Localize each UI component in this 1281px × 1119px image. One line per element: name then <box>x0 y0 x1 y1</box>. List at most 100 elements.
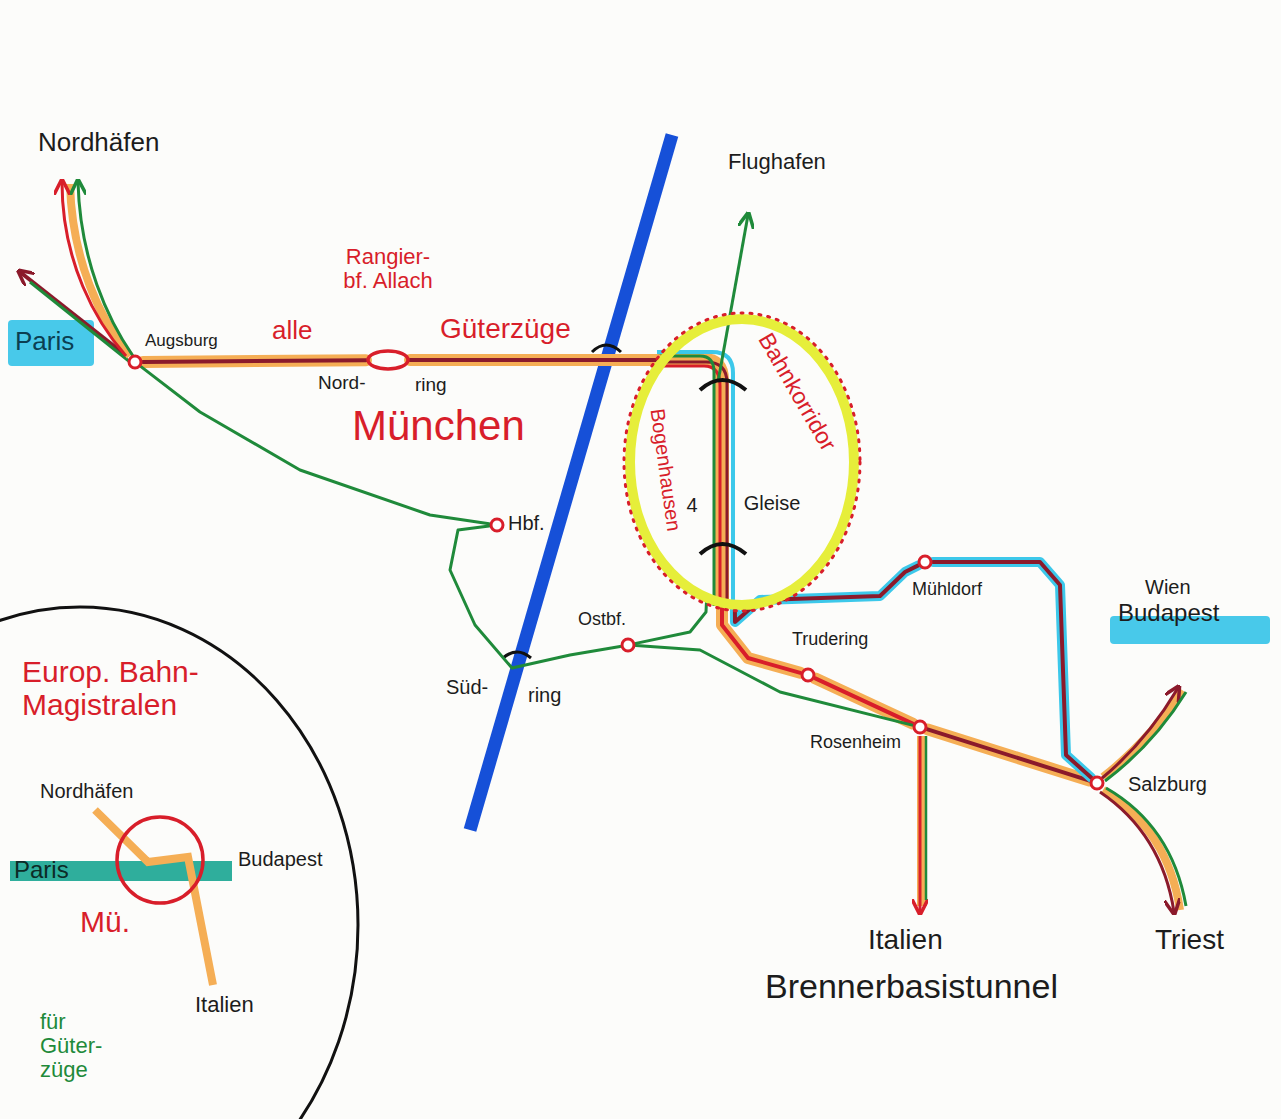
ring-name: ring <box>415 375 447 396</box>
corridor-band <box>95 810 213 985</box>
rail-line <box>1105 692 1186 781</box>
rail-connector <box>636 603 707 643</box>
destination-name: Wien <box>1145 576 1191 598</box>
station-circle: Trudering <box>800 667 816 683</box>
note-text: Güterzüge <box>440 314 571 345</box>
rail-stroke <box>735 566 918 622</box>
station-ring <box>622 639 634 651</box>
corridor-ring: BahnkorridorBogenhausen4 Gleise <box>625 314 859 610</box>
station-ring <box>1091 777 1103 789</box>
station-circle-outline <box>912 719 928 735</box>
station-name: Salzburg <box>1128 773 1207 795</box>
station-circle: Rosenheim <box>912 719 928 735</box>
station-ring <box>919 556 931 568</box>
rail-line <box>718 215 748 382</box>
station-circle-outline <box>620 637 636 653</box>
city-name: Mü. <box>80 905 130 938</box>
inset-note: für Güter- züge <box>40 1010 125 1083</box>
rail-line <box>1106 788 1186 906</box>
station-circle-outline <box>917 554 933 570</box>
station-name: Augsburg <box>145 332 218 351</box>
rail-connector <box>815 678 912 723</box>
station-name: Ostbf. <box>578 610 626 630</box>
rail-line <box>919 736 922 912</box>
track-word: Gleise <box>744 492 801 514</box>
rail-stroke <box>143 360 366 362</box>
rail-stroke <box>636 603 707 643</box>
ring-name: ring <box>528 684 561 706</box>
city-circle-outline <box>115 815 205 905</box>
corridor-end: Italien <box>195 993 254 1017</box>
destination-name: Italien <box>868 925 943 956</box>
rail-line <box>1101 688 1178 779</box>
rail-stroke <box>636 646 912 726</box>
ring-name: Süd- <box>446 676 488 698</box>
station-circle: Augsburg <box>127 354 143 370</box>
bridge-symbol <box>503 652 531 658</box>
corridor-end: Budapest <box>238 848 323 870</box>
inset-title: Europ. Bahn- Magistralen <box>22 655 237 721</box>
city-circle: Mü. <box>115 815 205 905</box>
city-ring <box>117 817 203 903</box>
station-circle-outline <box>127 354 143 370</box>
river <box>470 135 672 830</box>
yard-name: Rangier- bf. Allach <box>340 245 436 293</box>
station-ring <box>491 519 503 531</box>
rail-connector <box>143 360 366 362</box>
bridge-symbol <box>700 544 746 554</box>
city-name: München <box>352 403 525 449</box>
rail-connector <box>735 566 918 622</box>
destination-name: Budapest <box>1118 600 1219 626</box>
rail-line <box>78 182 133 356</box>
station-name: Rosenheim <box>810 733 901 753</box>
inset-outline <box>0 607 358 1119</box>
rail-stroke <box>815 678 912 723</box>
note-text: alle <box>272 316 312 345</box>
station-circle: Ostbf. <box>620 637 636 653</box>
yard-ring <box>368 351 408 369</box>
corridor-name: Bahnkorridor <box>753 329 841 456</box>
corridor-end: Paris <box>14 857 69 883</box>
rail-stroke <box>410 354 657 366</box>
rail-stroke <box>450 526 620 668</box>
corridor-dots <box>624 313 860 611</box>
yard-oval-outline <box>366 349 410 371</box>
station-ring <box>802 669 814 681</box>
rail-stroke <box>735 566 918 622</box>
ring-name: Nord- <box>318 373 366 394</box>
station-circle: Salzburg <box>1089 775 1105 791</box>
station-name: Mühldorf <box>912 580 982 600</box>
rail-stroke <box>410 358 657 362</box>
station-name: Hbf. <box>508 512 545 534</box>
inset-circle: Europ. Bahn- MagistralenNordhäfenParis Bu… <box>0 605 360 1119</box>
station-circle: Hbf. <box>489 517 505 533</box>
rail-connector <box>410 360 657 361</box>
rail-connector <box>636 646 912 726</box>
rail-line <box>925 736 928 900</box>
bridge-symbol <box>592 345 621 352</box>
station-circle-outline <box>800 667 816 683</box>
rail-stroke <box>815 678 912 723</box>
district-name: Bogenhausen <box>647 407 686 532</box>
destination-name: Flughafen <box>728 150 826 174</box>
destination-name: Paris <box>15 327 74 356</box>
station-circle: Mühldorf <box>917 554 933 570</box>
track-count: 4 <box>686 494 697 516</box>
bridge-symbol <box>700 380 746 390</box>
corridor-end: Nordhäfen <box>40 780 133 802</box>
tunnel-name: Brennerbasistunnel <box>765 968 1058 1005</box>
paris-band <box>8 320 94 366</box>
station-ring <box>129 356 141 368</box>
rail-stroke <box>143 360 366 362</box>
rail-connector <box>450 526 620 668</box>
station-ring <box>914 721 926 733</box>
destination-name: Triest <box>1155 925 1224 956</box>
station-name: Trudering <box>792 630 868 650</box>
station-circle-outline <box>1089 775 1105 791</box>
station-circle-outline <box>489 517 505 533</box>
yard-oval: Rangier- bf. Allach <box>366 349 410 371</box>
